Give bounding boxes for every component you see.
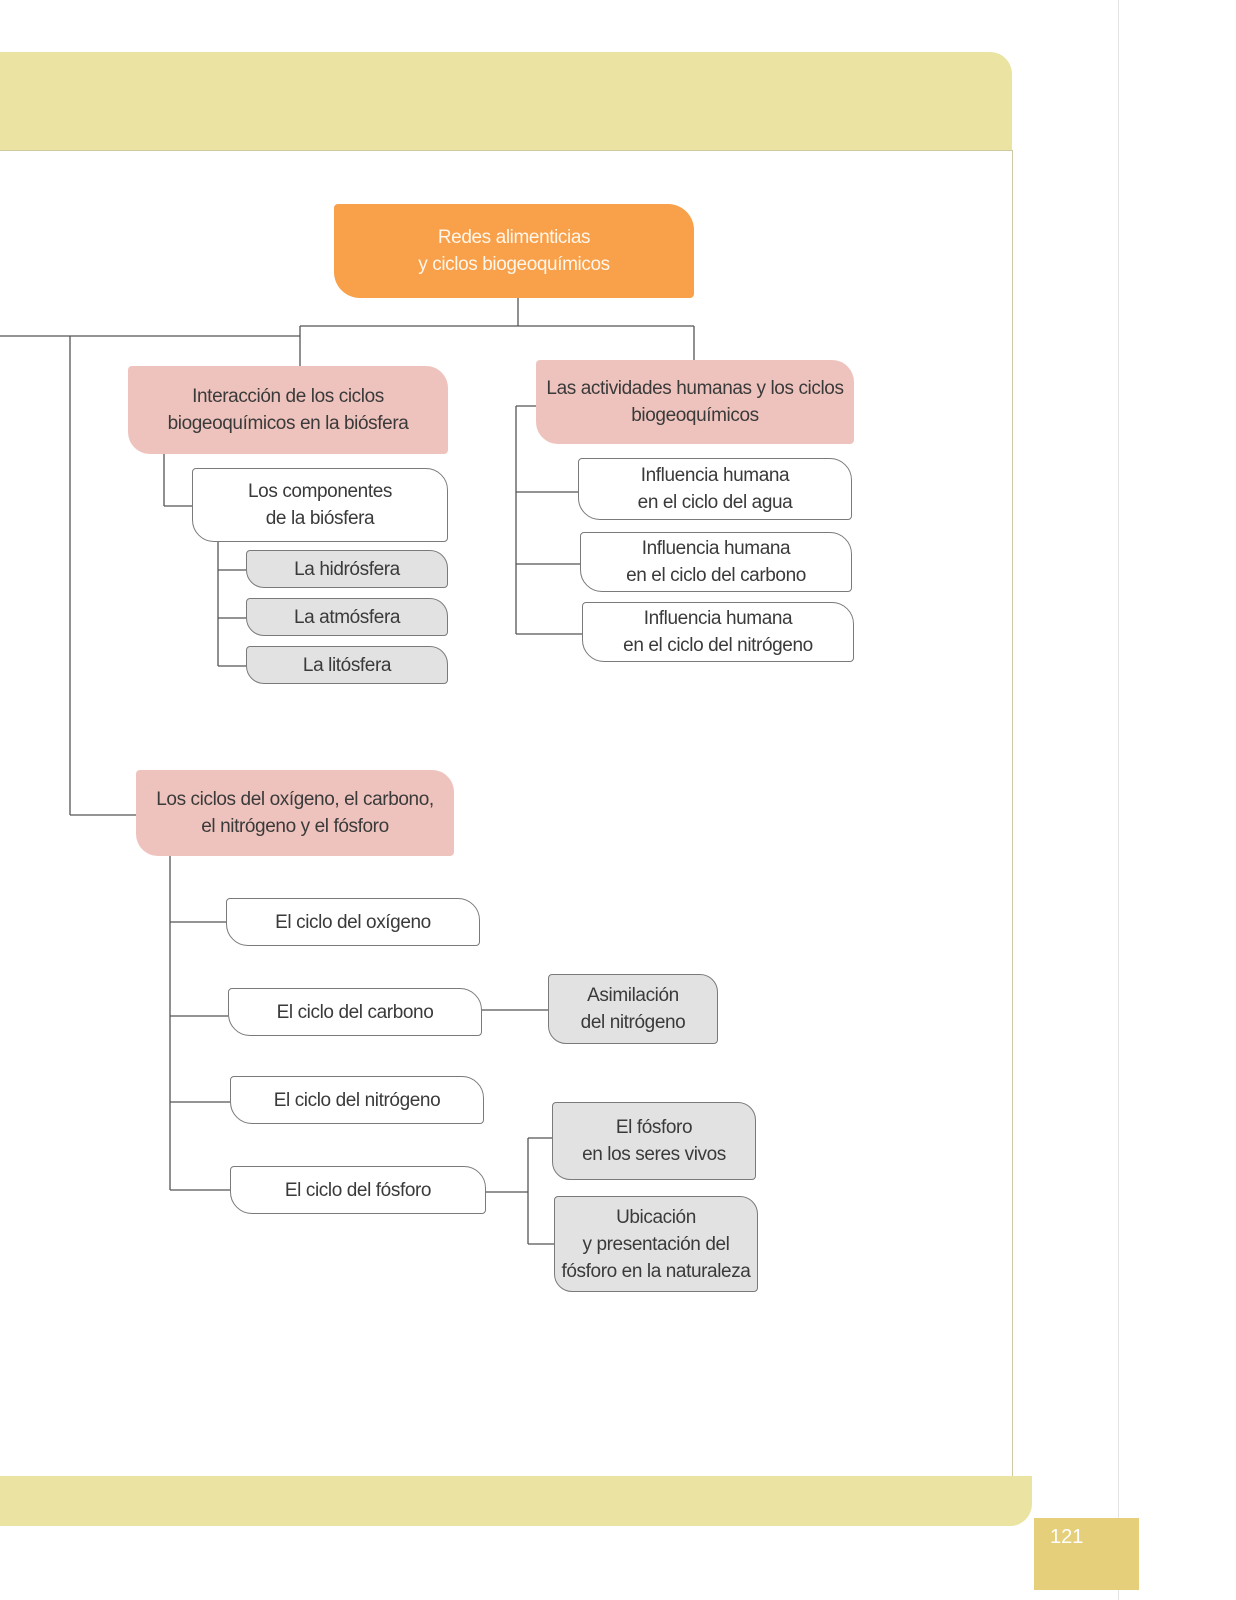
nitrogen-assimilation-node: Asimilación del nitrógeno (548, 974, 718, 1044)
phosphorus-cycle-node: El ciclo del fósforo (230, 1166, 486, 1214)
header-band (0, 52, 1012, 164)
phosphorus-location-node: Ubicación y presentación del fósforo en … (554, 1196, 758, 1292)
oxygen-cycle-node: El ciclo del oxígeno (226, 898, 480, 946)
page-edge (1118, 0, 1119, 1600)
hydrosphere-node: La hidrósfera (246, 550, 448, 588)
cycles-branch-node: Los ciclos del oxígeno, el carbono, el n… (136, 770, 454, 856)
interaction-branch-node: Interacción de los ciclos biogeoquímicos… (128, 366, 448, 454)
human-nitrogen-node: Influencia humana en el ciclo del nitróg… (582, 602, 854, 662)
page-number: 121 (1034, 1518, 1139, 1590)
nitrogen-cycle-node: El ciclo del nitrógeno (230, 1076, 484, 1124)
carbon-cycle-node: El ciclo del carbono (228, 988, 482, 1036)
human-carbon-node: Influencia humana en el ciclo del carbon… (580, 532, 852, 592)
root-node: Redes alimenticias y ciclos biogeoquímic… (334, 204, 694, 298)
components-node: Los componentes de la biósfera (192, 468, 448, 542)
atmosphere-node: La atmósfera (246, 598, 448, 636)
lithosphere-node: La litósfera (246, 646, 448, 684)
footer-band (0, 1476, 1032, 1526)
human-activities-branch-node: Las actividades humanas y los ciclos bio… (536, 360, 854, 444)
human-water-node: Influencia humana en el ciclo del agua (578, 458, 852, 520)
phosphorus-living-beings-node: El fósforo en los seres vivos (552, 1102, 756, 1180)
